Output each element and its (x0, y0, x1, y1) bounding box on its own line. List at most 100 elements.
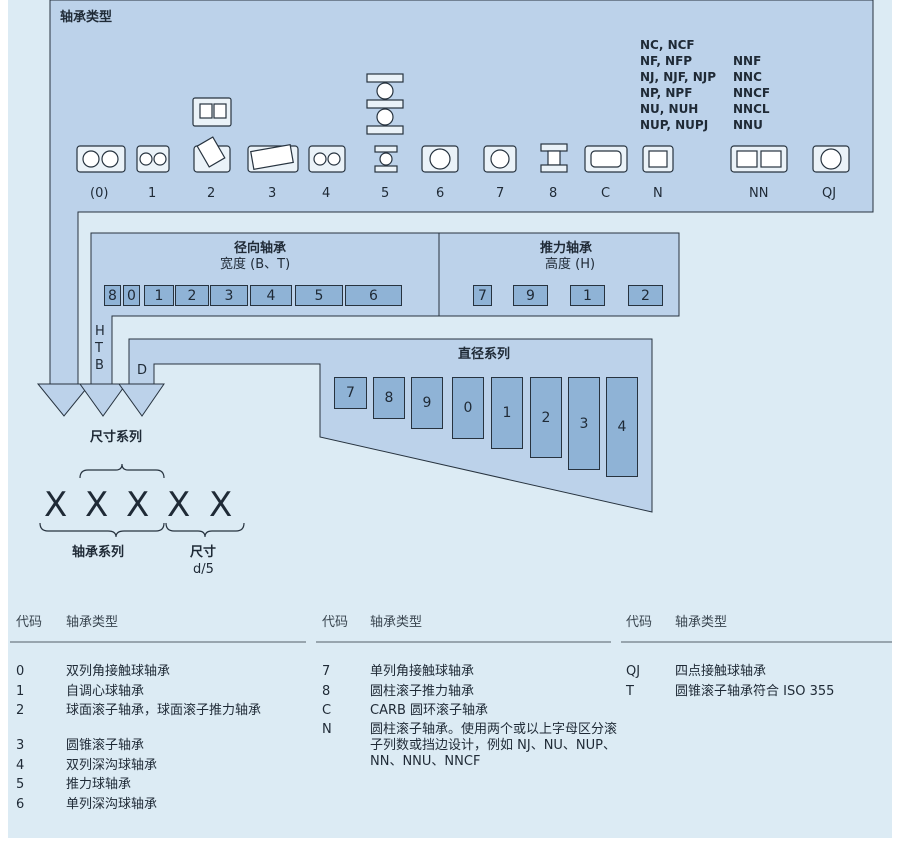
table-header-type: 轴承类型 (370, 615, 423, 630)
bearing-series-label: 轴承系列 (72, 545, 125, 560)
row-code: 5 (16, 777, 25, 792)
bearing-icon-6 (421, 145, 459, 173)
diameter-code-4: 4 (606, 377, 638, 477)
bearing-icon-4 (308, 145, 346, 173)
row-desc: 四点接触球轴承 (675, 664, 767, 679)
radial-subtitle: 宽度 (B、T) (220, 257, 291, 272)
designation-char: X (167, 485, 191, 525)
nn-variant: NNF (733, 54, 762, 68)
n-variant: NUP, NUPJ (640, 118, 709, 132)
designation-char: X (126, 485, 150, 525)
row-code: QJ (626, 664, 641, 679)
nn-variant: NNCF (733, 86, 771, 100)
thrust-title: 推力轴承 (540, 241, 593, 256)
type-label-qj: QJ (822, 186, 837, 201)
width-code-8: 8 (104, 285, 121, 306)
bearing-icon-c (584, 145, 628, 173)
row-desc: 圆锥滚子轴承 (66, 738, 145, 753)
row-code: 4 (16, 758, 25, 773)
row-desc: 双列角接触球轴承 (66, 664, 171, 679)
row-code: 7 (322, 664, 331, 679)
type-label-1: 1 (148, 186, 157, 201)
row-code: 2 (16, 703, 25, 718)
row-code: 0 (16, 664, 25, 679)
bearing-type-title: 轴承类型 (60, 10, 113, 25)
width-code-2: 2 (175, 285, 209, 306)
nn-variant-list: NNF NNC NNCF NNCL NNU (733, 53, 770, 133)
arrow-head-3 (118, 383, 165, 417)
row-code: 8 (322, 684, 331, 699)
type-label-n: N (653, 186, 663, 201)
row-desc: CARB 圆环滚子轴承 (370, 703, 489, 718)
width-code-6: 6 (345, 285, 402, 306)
width-code-0: 0 (123, 285, 140, 306)
bearing-icon-3 (247, 143, 299, 173)
htb-letter: B (95, 358, 104, 373)
nn-variant: NNC (733, 70, 762, 84)
arrow-head-2 (79, 383, 127, 417)
radial-title: 径向轴承 (234, 241, 287, 256)
row-desc: 自调心球轴承 (66, 684, 145, 699)
diameter-code-0: 0 (452, 377, 484, 439)
thrust-subtitle: 高度 (H) (545, 257, 596, 272)
type-label-7: 7 (496, 186, 505, 201)
bearing-icon-5 (366, 73, 404, 173)
n-variant: NF, NFP (640, 54, 693, 68)
bearing-icon-0 (76, 145, 126, 173)
table-header-type: 轴承类型 (675, 615, 728, 630)
n-variant-list: NC, NCF NF, NFP NJ, NJF, NJP NP, NPF NU,… (640, 37, 716, 133)
row-desc: 推力球轴承 (66, 777, 132, 792)
designation-char: X (85, 485, 109, 525)
type-label-4: 4 (322, 186, 331, 201)
bearing-icon-8 (540, 143, 568, 173)
diameter-code-1: 1 (491, 377, 523, 449)
table-header-code: 代码 (626, 615, 653, 630)
height-code-9: 9 (513, 285, 548, 306)
d-label: D (137, 363, 148, 378)
row-desc: 圆柱滚子轴承。使用两个或以上字母区分滚子列数或挡边设计，例如 NJ、NU、NUP… (370, 722, 618, 769)
bearing-series-bottom-brace (39, 522, 165, 538)
table-header-code: 代码 (16, 615, 43, 630)
type-label-8: 8 (549, 186, 558, 201)
diameter-code-3: 3 (568, 377, 600, 470)
row-desc: 圆锥滚子轴承符合 ISO 355 (675, 684, 835, 699)
diameter-code-7: 7 (334, 377, 367, 409)
htb-label: H T B (95, 323, 105, 374)
designation-char: X (44, 485, 68, 525)
type-label-3: 3 (268, 186, 277, 201)
table-header-code: 代码 (322, 615, 349, 630)
diameter-code-2: 2 (530, 377, 562, 458)
width-code-3: 3 (210, 285, 248, 306)
n-variant: NP, NPF (640, 86, 693, 100)
arrow-head-1 (36, 383, 92, 417)
bearing-icon-7 (483, 145, 517, 173)
n-variant: NC, NCF (640, 38, 695, 52)
bearing-icon-nn (730, 145, 788, 173)
htb-letter: T (95, 341, 103, 356)
htb-letter: H (95, 324, 105, 339)
row-desc: 圆柱滚子推力轴承 (370, 684, 475, 699)
bearing-icon-n (642, 145, 674, 173)
size-sublabel: d/5 (193, 562, 214, 577)
diameter-code-8: 8 (373, 377, 405, 419)
row-desc: 双列深沟球轴承 (66, 758, 158, 773)
type-label-2: 2 (207, 186, 216, 201)
n-variant: NU, NUH (640, 102, 699, 116)
dimension-series-title: 尺寸系列 (90, 430, 143, 445)
row-code: C (322, 703, 332, 718)
row-code: N (322, 722, 332, 737)
row-desc: 球面滚子轴承，球面滚子推力轴承 (66, 703, 262, 718)
height-code-1: 1 (570, 285, 605, 306)
height-code-7: 7 (473, 285, 492, 306)
nn-variant: NNCL (733, 102, 770, 116)
bearing-icon-qj (812, 145, 850, 173)
type-label-6: 6 (436, 186, 445, 201)
bearing-series-top-brace (79, 463, 165, 479)
nn-variant: NNU (733, 118, 763, 132)
height-code-2: 2 (628, 285, 663, 306)
type-label-c: C (601, 186, 611, 201)
diameter-title: 直径系列 (458, 347, 511, 362)
row-code: T (626, 684, 634, 699)
row-desc: 单列深沟球轴承 (66, 797, 158, 812)
